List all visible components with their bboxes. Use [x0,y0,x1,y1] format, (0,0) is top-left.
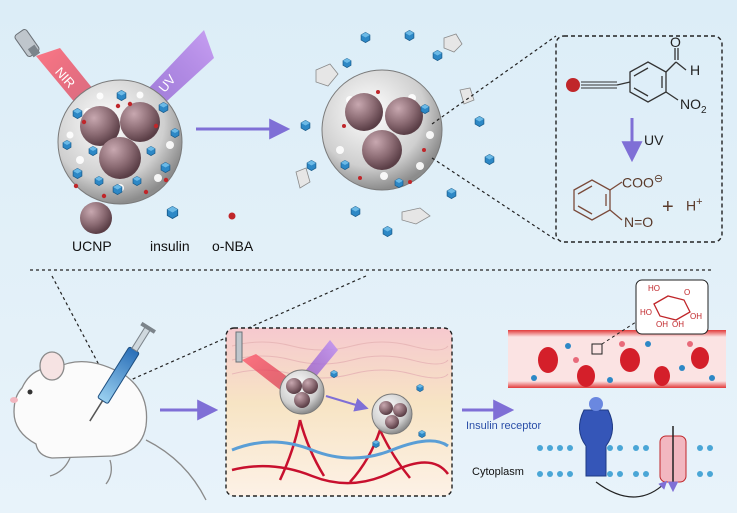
triple-bond [581,81,617,89]
legend-insulin-swatch [166,206,179,219]
signaling-arrow [595,480,668,498]
benzene-ring-product [573,179,623,221]
shell-fragments [295,33,475,225]
sugar-label-6: O [684,288,691,297]
nitro-group: NO2 [680,96,707,116]
insulin-receptor-glyph [579,397,613,477]
benzene-ring-reactant [616,48,687,103]
cell-membrane [537,445,713,477]
mouse [10,351,207,501]
carboxylate-charge: ⊖ [653,173,664,185]
sugar-label-1: HO [648,284,660,293]
insulin-receptor-label: Insulin receptor [466,420,542,432]
proton-charge: + [696,196,703,208]
uv-reaction-label: UV [644,132,664,148]
nitro-text: NO [680,96,701,112]
sugar-label-5: OH [690,312,702,321]
glucose-transporter [659,426,687,493]
skin-panel [225,327,453,497]
aldehyde-oxygen: O [670,34,681,50]
syringe [89,321,156,422]
legend-onba-swatch [228,212,236,220]
sugar-label-4: OH [672,320,684,329]
sugar-label-2: HO [640,308,652,317]
cytoplasm-label: Cytoplasm [472,466,524,478]
sugar-label-3: OH [656,320,668,329]
legend-ucnp-label: UCNP [72,238,112,254]
carboxylate: COO⊖ [622,172,663,191]
glucose-inset [601,279,709,345]
nanoparticle-releasing [321,69,443,191]
light-source [14,29,41,58]
carboxylate-text: COO [622,174,654,191]
nitro-subscript: 2 [701,104,707,116]
legend-insulin-label: insulin [150,238,190,254]
proton: H+ [686,196,703,214]
zoom-lines [51,275,367,383]
aldehyde-hydrogen: H [690,62,701,78]
onba-particle [566,78,580,92]
legend-ucnp-swatch [80,202,112,234]
callout-lines [431,35,557,241]
nitroso-group: N=O [624,214,654,230]
blood-vessel [508,330,726,388]
proton-text: H [686,197,697,214]
legend-onba-label: o-NBA [212,238,254,254]
plus-sign: + [662,196,674,218]
nanoparticle-intact [57,79,183,205]
